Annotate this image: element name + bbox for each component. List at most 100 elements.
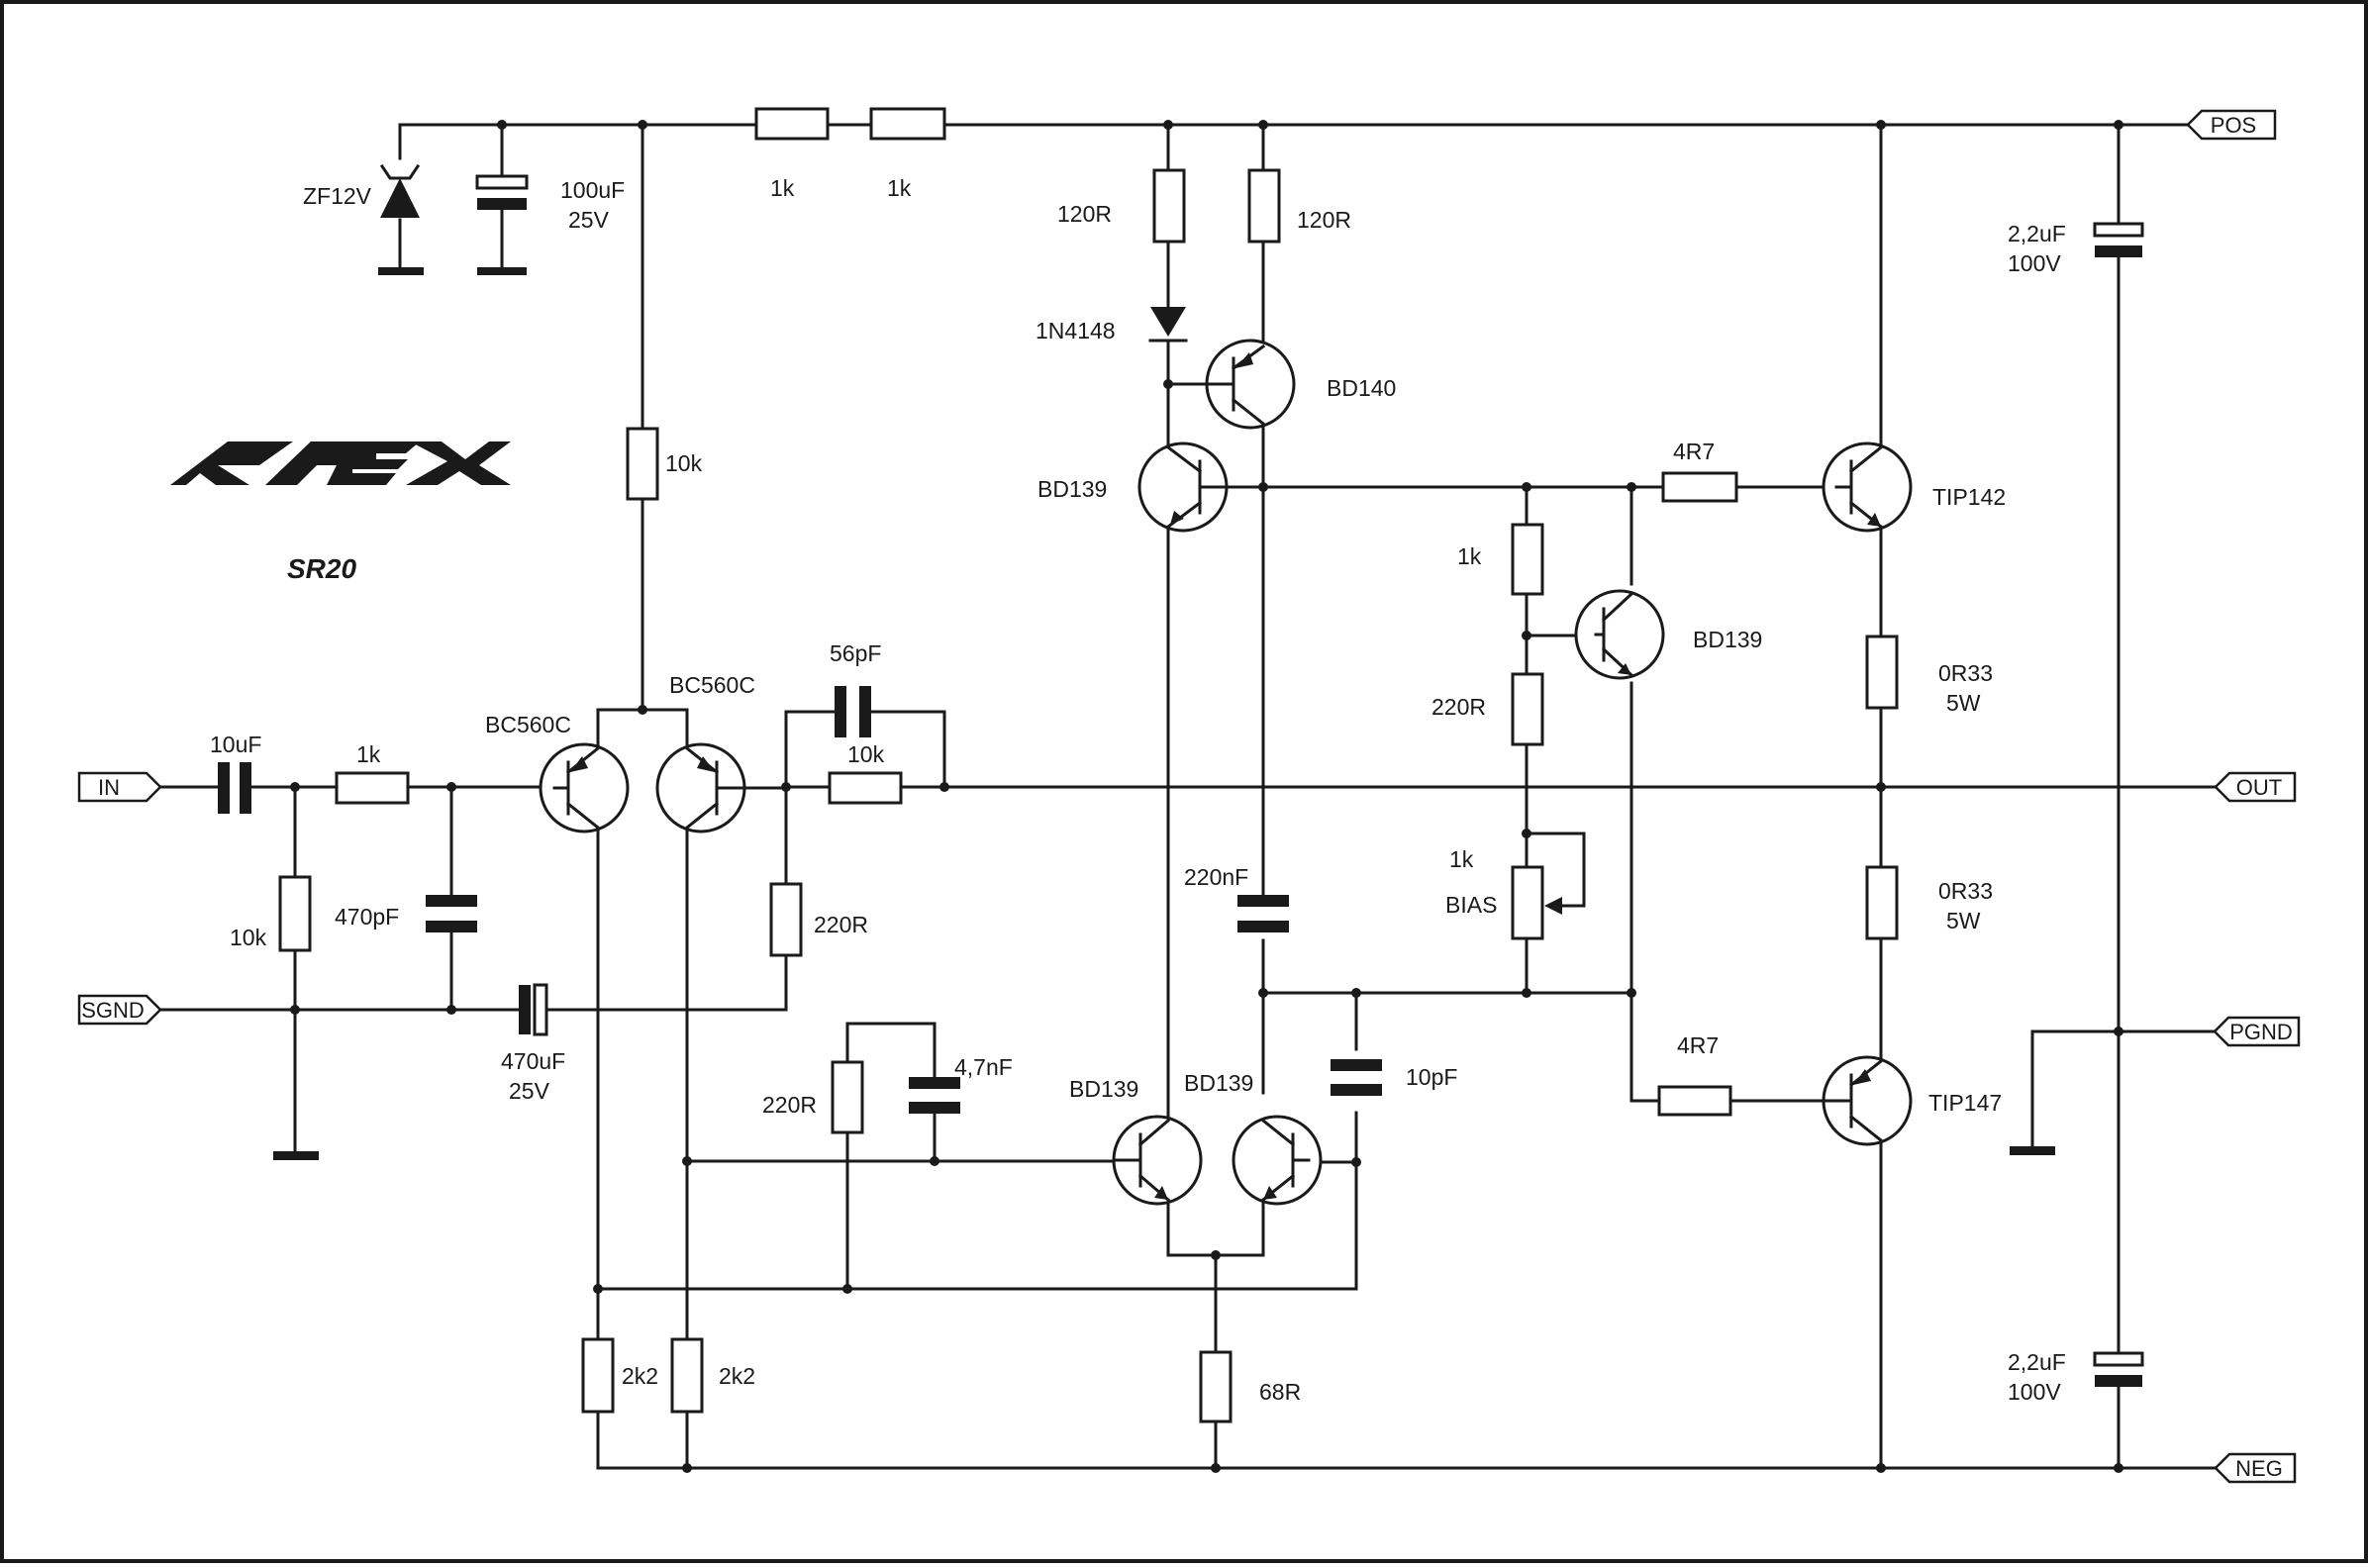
port-pgnd: PGND bbox=[2213, 1016, 2301, 1047]
label-c-neg-2: 100V bbox=[2008, 1379, 2061, 1405]
label-q-bc560c-2: BC560C bbox=[669, 672, 755, 698]
cap-56pf-a bbox=[835, 686, 846, 737]
label-q-bd139-top: BD139 bbox=[1037, 476, 1107, 502]
cap-2u2-bottom-minus bbox=[2095, 1375, 2142, 1387]
label-q-bd139-bias: BD139 bbox=[1693, 627, 1762, 652]
label-q-bd139-low-1: BD139 bbox=[1069, 1076, 1138, 1102]
label-r-vas-2: 120R bbox=[1297, 207, 1351, 233]
ports: IN SGND POS OUT PGND NEG bbox=[77, 109, 2301, 1484]
resistor-1k-bias bbox=[1511, 523, 1544, 596]
transistor-tip147 bbox=[1822, 1055, 1913, 1146]
resistor-0r33-top bbox=[1865, 635, 1899, 710]
label-r-220-fb: 220R bbox=[814, 912, 868, 937]
label-r-bias-220: 220R bbox=[1431, 694, 1486, 720]
transistor-bd140 bbox=[1205, 339, 1296, 430]
svg-text:SGND: SGND bbox=[81, 998, 145, 1023]
diode-1n4148-icon bbox=[1150, 307, 1186, 337]
resistor-68r bbox=[1199, 1350, 1233, 1423]
resistor-0r33-bottom bbox=[1865, 865, 1899, 940]
ground-bar-pgnd bbox=[2010, 1146, 2055, 1155]
cap-100uf-minus bbox=[477, 198, 527, 210]
apex-logo-icon bbox=[170, 441, 511, 485]
label-r-0r33-a1: 0R33 bbox=[1938, 660, 1993, 686]
port-in: IN bbox=[77, 771, 162, 803]
label-r-0r33-b2: 5W bbox=[1946, 908, 1981, 933]
cap-470uf-minus bbox=[519, 985, 531, 1034]
label-r-0r33-b1: 0R33 bbox=[1938, 878, 1993, 904]
label-zener: ZF12V bbox=[303, 183, 372, 209]
label-r-4r7-top: 4R7 bbox=[1673, 439, 1715, 464]
transistor-bc560c-1 bbox=[539, 742, 630, 833]
cap-470uf-plus bbox=[533, 983, 548, 1036]
port-sgnd: SGND bbox=[77, 994, 162, 1026]
label-r-10k-mid: 10k bbox=[665, 450, 703, 476]
cap-220nf-a bbox=[1237, 895, 1289, 907]
cap-10uf-b bbox=[240, 762, 251, 814]
resistor-10k-bias bbox=[626, 427, 659, 501]
resistor-220r-comp bbox=[831, 1060, 864, 1134]
svg-text:POS: POS bbox=[2211, 113, 2256, 138]
resistor-1k-input bbox=[335, 771, 410, 805]
cap-470pf-b bbox=[426, 921, 477, 932]
label-q-tip142: TIP142 bbox=[1932, 484, 2006, 510]
label-r-4r7-bot: 4R7 bbox=[1677, 1032, 1719, 1058]
transistor-bd139-top bbox=[1137, 441, 1265, 533]
label-c-220n: 220nF bbox=[1184, 864, 1248, 890]
label-c-470u-2: 25V bbox=[509, 1078, 550, 1104]
junction-dots bbox=[290, 120, 2123, 1473]
cap-2u2-top-minus bbox=[2095, 245, 2142, 257]
brand-logo: SR20 bbox=[170, 441, 511, 584]
resistor-2k2-b bbox=[670, 1337, 704, 1414]
cap-56pf-b bbox=[859, 686, 871, 737]
resistor-1k-a bbox=[754, 107, 830, 141]
transistor-bd139-bias bbox=[1574, 589, 1665, 680]
resistor-2k2-a bbox=[581, 1337, 615, 1414]
label-c-10p: 10pF bbox=[1406, 1064, 1457, 1090]
label-c-neg-1: 2,2uF bbox=[2008, 1349, 2066, 1375]
cap-10pf-b bbox=[1331, 1084, 1382, 1096]
svg-text:NEG: NEG bbox=[2235, 1456, 2283, 1481]
resistors bbox=[278, 107, 1899, 1423]
label-diode: 1N4148 bbox=[1036, 318, 1116, 343]
cap-10uf-a bbox=[218, 762, 230, 814]
label-r-0r33-a2: 5W bbox=[1946, 690, 1981, 716]
cap-470pf-a bbox=[426, 895, 477, 907]
label-c-supply-2: 25V bbox=[568, 207, 610, 233]
label-r-220-low: 220R bbox=[762, 1092, 817, 1118]
label-r-2k2-b: 2k2 bbox=[719, 1363, 755, 1389]
component-labels: ZF12V 100uF 25V 1k 1k 120R 120R 1N4148 B… bbox=[210, 175, 2066, 1405]
svg-text:OUT: OUT bbox=[2236, 775, 2282, 800]
label-c-470p: 470pF bbox=[335, 904, 399, 930]
ground-bar-cap bbox=[477, 267, 527, 275]
label-r-68: 68R bbox=[1259, 1379, 1301, 1405]
zener-diode-icon bbox=[380, 178, 420, 218]
cap-2u2-bottom-plus bbox=[2093, 1351, 2144, 1367]
cap-100uf-plus bbox=[475, 174, 529, 190]
label-c-supply-1: 100uF bbox=[560, 177, 625, 203]
label-pot-bias: BIAS bbox=[1445, 892, 1497, 918]
model-name: SR20 bbox=[287, 553, 356, 584]
svg-text:IN: IN bbox=[98, 775, 120, 800]
port-neg: NEG bbox=[2214, 1452, 2297, 1484]
label-c-4n7: 4,7nF bbox=[954, 1054, 1013, 1080]
label-q-bc560c-1: BC560C bbox=[485, 712, 571, 737]
cap-4n7-a bbox=[909, 1077, 960, 1089]
label-q-bd140: BD140 bbox=[1327, 375, 1396, 401]
label-c-in: 10uF bbox=[210, 732, 261, 757]
cap-10pf-a bbox=[1331, 1059, 1382, 1071]
label-r-fb: 10k bbox=[847, 741, 885, 767]
label-c-pos-2: 100V bbox=[2008, 250, 2061, 276]
cap-2u2-top-plus bbox=[2093, 222, 2144, 238]
label-q-tip147: TIP147 bbox=[1928, 1090, 2002, 1116]
label-r-vas-1: 120R bbox=[1057, 201, 1112, 227]
cap-220nf-b bbox=[1237, 921, 1289, 932]
wires bbox=[156, 123, 2218, 1470]
label-r-feed-1: 1k bbox=[770, 175, 795, 201]
svg-text:PGND: PGND bbox=[2229, 1020, 2293, 1044]
resistor-220r-bias bbox=[1511, 672, 1544, 746]
label-r-feed-2: 1k bbox=[887, 175, 912, 201]
resistor-4r7-top bbox=[1661, 471, 1738, 503]
